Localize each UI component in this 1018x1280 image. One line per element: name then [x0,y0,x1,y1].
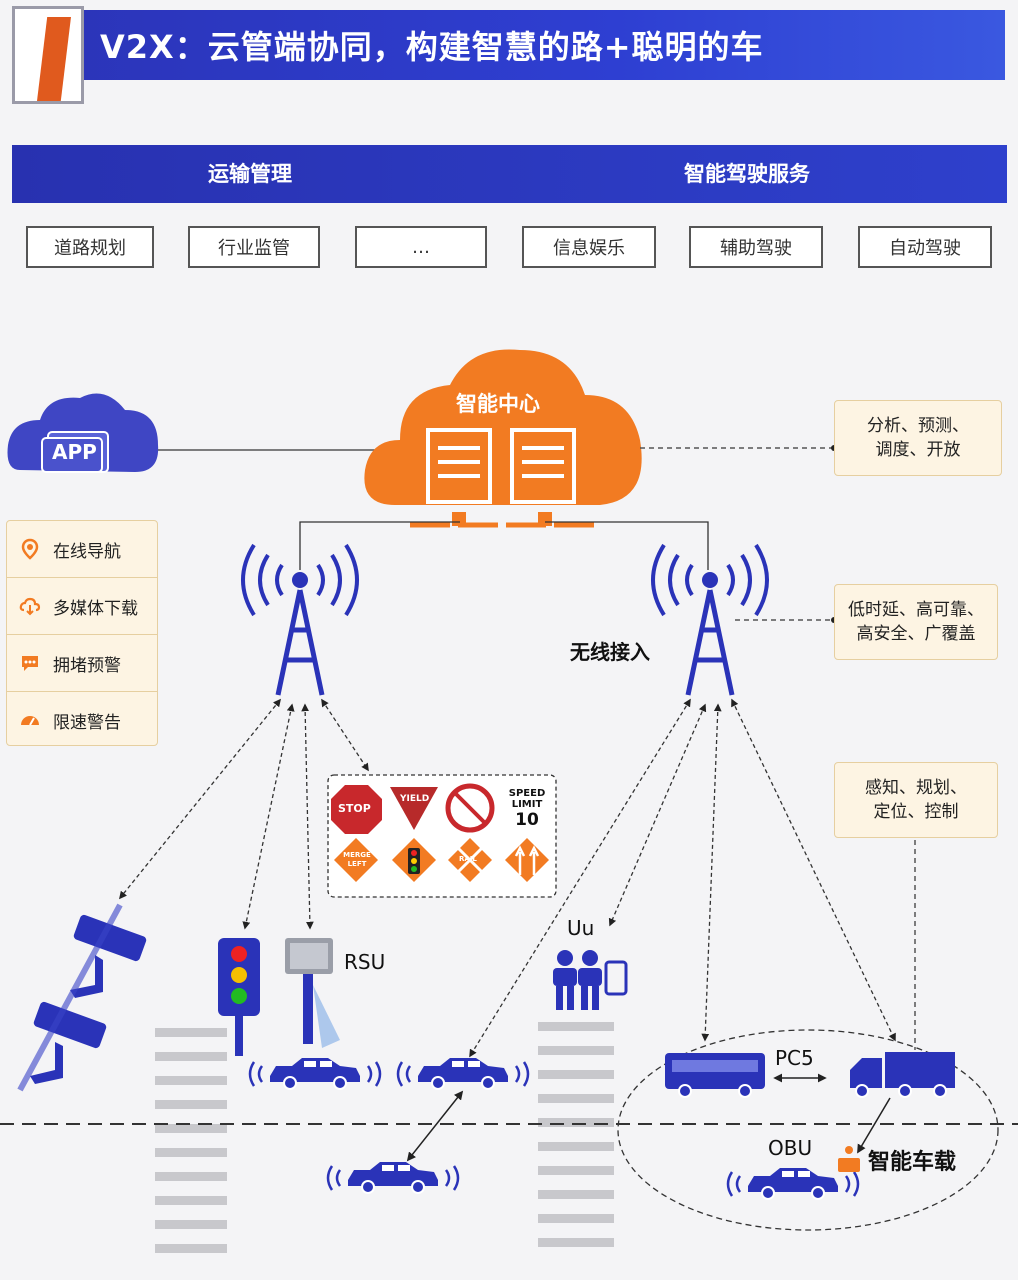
onboard-label: 智能车载 [868,1150,957,1175]
yield-sign-label: YIELD [400,794,430,804]
right-tower-links [469,698,896,1058]
service-assisted-driving: 辅助驾驶 [689,226,823,268]
crosswalk-stripe [155,1244,227,1253]
car-icon [396,1058,530,1090]
speed-limit-line2: LIMIT [511,799,543,810]
side-item-label: 限速警告 [53,712,121,733]
service-road-planning: 道路规划 [26,226,154,268]
service-more: … [355,226,487,268]
wireless-access-label: 无线接入 [570,640,650,664]
app-cloud [7,393,159,473]
crosswalk-stripe [538,1046,614,1055]
page-title: V2X：云管端协同，构建智慧的路+聪明的车 [100,28,764,66]
speedometer-icon [21,716,39,726]
lane-split-sign-icon [505,838,549,882]
crosswalk-stripe [155,1028,227,1037]
crosswalk-stripe [538,1190,614,1199]
cloud-tower-left-link [299,521,460,570]
crosswalk-stripe [155,1148,227,1157]
crosswalk-stripe [538,1214,614,1223]
side-item-congestion-warning: 拥堵预警 [7,635,157,692]
intelligence-center-cloud [364,349,642,528]
crosswalk-stripe [538,1022,614,1031]
service-supervision: 行业监管 [188,226,320,268]
stop-sign-icon [331,785,382,834]
service-infotainment: 信息娱乐 [522,226,656,268]
band-label-transport: 运输管理 [208,162,292,186]
car-icon [248,1058,382,1090]
crosswalk-stripe [538,1142,614,1151]
obu-zone [617,1029,999,1231]
speed-limit-line1: SPEED [508,788,546,799]
traffic-signs-panel [327,774,557,898]
camera-icons [17,903,147,1092]
user-services-panel: 在线导航 多媒体下载 拥堵预警 限速警告 [6,520,158,746]
band-label-driving: 智能驾驶服务 [684,162,810,186]
crosswalk-stripe [155,1172,227,1181]
service-band [12,145,1007,203]
vehicle-capability-note: 感知、规划、 定位、控制 [834,762,998,838]
rsu-icon [285,938,340,1048]
cloud-capability-note: 分析、预测、 调度、开放 [834,400,1002,476]
stop-sign-label: STOP [338,802,371,815]
speed-limit-sign: SPEED LIMIT 10 [507,788,547,830]
crosswalk-left [155,1028,227,1253]
side-item-label: 在线导航 [53,541,121,562]
crosswalk-stripe [155,1100,227,1109]
bus-icon [665,1053,765,1098]
crosswalk-stripe [538,1094,614,1103]
side-item-speed-warning: 限速警告 [7,692,157,748]
vehicles [248,1058,860,1200]
pedestrian-icon [553,950,628,1010]
crosswalk-stripe [538,1070,614,1079]
crosswalk-stripe [538,1118,614,1127]
crosswalk-stripe [155,1220,227,1229]
crosswalk-right [538,1022,614,1247]
side-item-media-download: 多媒体下载 [7,578,157,635]
network-capability-note: 低时延、高可靠、 高安全、广覆盖 [834,584,998,660]
merge-sign-label: MERGE LEFT [343,851,371,868]
rsu-label: RSU [344,950,386,974]
traffic-light-icon [218,938,260,1056]
service-autonomous-driving: 自动驾驶 [858,226,992,268]
truck-icon [850,1052,955,1098]
left-tower-links [119,698,369,930]
crosswalk-stripe [155,1124,227,1133]
side-item-navigation: 在线导航 [7,521,157,578]
crosswalk-stripe [538,1238,614,1247]
rail-sign-label: RAIL [459,855,477,863]
side-item-label: 多媒体下载 [53,598,138,619]
v2v-link [406,1090,464,1162]
crosswalk-stripe [538,1166,614,1175]
phone-icon [604,960,628,996]
speed-limit-value: 10 [515,810,539,830]
truck-obu-link [857,1097,891,1154]
server-icon [426,428,576,504]
chat-bubble-icon [22,656,38,671]
logo [12,6,84,104]
cell-tower-right [651,543,769,696]
cloud-download-icon [19,597,41,616]
title-bar [40,10,1005,80]
intelligence-center-label: 智能中心 [456,392,540,416]
obu-label: OBU [768,1136,813,1160]
crosswalk-stripe [155,1076,227,1085]
cloud-tower-right-link [545,521,709,570]
merge-sign-icon [334,838,378,882]
crosswalk-stripe [155,1052,227,1061]
cell-tower-left [241,543,359,696]
car-icon [726,1168,860,1200]
side-item-label: 拥堵预警 [53,655,121,676]
crosswalk-stripe [155,1196,227,1205]
onboard-icon [838,1146,860,1172]
location-pin-icon [21,538,39,560]
yield-sign-icon [390,787,438,830]
car-icon [326,1162,460,1194]
uu-label: Uu [567,916,595,940]
pc5-label: PC5 [775,1046,814,1070]
app-label: APP [52,440,97,464]
